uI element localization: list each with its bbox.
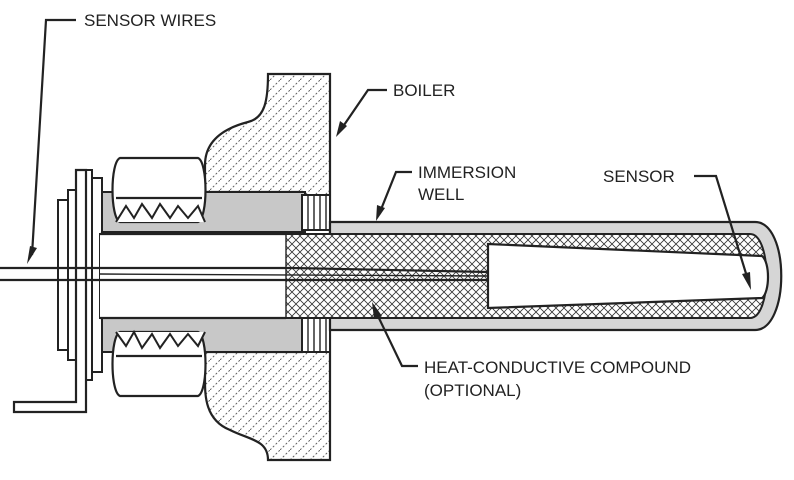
compound-label-line2: (OPTIONAL): [424, 381, 521, 400]
sensor-bulb: [486, 242, 770, 310]
mounting-bracket: [12, 168, 88, 414]
sensor-label: SENSOR: [603, 167, 675, 186]
well-open-bore: [100, 235, 286, 317]
hex-nut: [111, 156, 207, 398]
leader-lines: [27, 18, 751, 368]
immersion-well-label-line1: IMMERSION: [418, 163, 516, 182]
immersion-well-label-line2: WELL: [418, 185, 464, 204]
nut-lower-break: [115, 329, 206, 350]
sensor-wires-line: [0, 266, 489, 282]
sensor-wires-label: SENSOR WIRES: [84, 11, 216, 30]
boiler-label: BOILER: [393, 81, 455, 100]
nut-lower: [111, 330, 207, 398]
nut-upper-break: [115, 202, 206, 223]
compound-label-line1: HEAT-CONDUCTIVE COMPOUND: [424, 358, 691, 377]
